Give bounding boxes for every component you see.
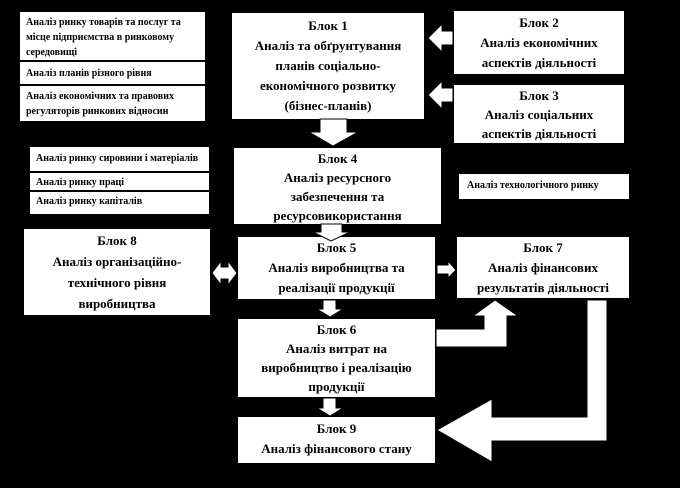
block1-box: Блок 1 Аналіз та обґрунтування планів со… bbox=[231, 12, 425, 120]
block9-title: Блок 9 bbox=[316, 421, 357, 436]
block5-box: Блок 5 Аналіз виробництва та реалізації … bbox=[237, 236, 436, 300]
resource-markets-group: Аналіз ринку сировини і матеріалів Аналі… bbox=[29, 146, 210, 215]
block8-title: Блок 8 bbox=[97, 233, 137, 248]
arrow-block1-to-block4-icon bbox=[307, 118, 360, 147]
market-env-item: Аналіз економічних та правових регулятор… bbox=[20, 84, 205, 121]
block7-title: Блок 7 bbox=[523, 240, 563, 255]
block1-body: Аналіз та обґрунтування планів соціально… bbox=[254, 38, 402, 113]
block6-title: Блок 6 bbox=[316, 322, 357, 337]
block2-body: Аналіз економічних аспектів діяльності bbox=[480, 35, 598, 70]
block3-body: Аналіз соціальних аспектів діяльності bbox=[481, 107, 597, 141]
market-environment-group: Аналіз ринку товарів та послуг та місце … bbox=[19, 11, 206, 122]
block7-box: Блок 7 Аналіз фінансових результатів дія… bbox=[456, 236, 630, 299]
block3-box: Блок 3 Аналіз соціальних аспектів діяльн… bbox=[453, 84, 625, 144]
block3-title: Блок 3 bbox=[519, 88, 559, 103]
block5-title: Блок 5 bbox=[316, 240, 357, 255]
block5-body: Аналіз виробництва та реалізації продукц… bbox=[268, 260, 405, 295]
block2-box: Блок 2 Аналіз економічних аспектів діяль… bbox=[453, 10, 625, 75]
arrow-block5-to-block6-icon bbox=[315, 299, 345, 318]
block2-title: Блок 2 bbox=[519, 15, 559, 30]
block8-box: Блок 8 Аналіз організаційно- технічного … bbox=[23, 228, 211, 316]
arrow-block5-to-block7-icon bbox=[436, 259, 457, 280]
market-env-item: Аналіз планів різного рівня bbox=[20, 60, 205, 84]
resource-market-item: Аналіз ринку сировини і матеріалів bbox=[36, 153, 199, 164]
resource-market-item: Аналіз ринку капіталів bbox=[30, 190, 209, 210]
block7-body: Аналіз фінансових результатів діяльності bbox=[477, 260, 609, 295]
block4-body: Аналіз ресурсного забезпечення та ресурс… bbox=[273, 170, 402, 223]
block9-body: Аналіз фінансового стану bbox=[261, 441, 412, 456]
block6-body: Аналіз витрат на виробництво і реалізаці… bbox=[261, 341, 412, 394]
block4-title: Блок 4 bbox=[317, 151, 358, 166]
arrow-block2-to-block1-icon bbox=[427, 22, 454, 54]
arrow-block6-to-block7-icon bbox=[435, 299, 520, 348]
block9-box: Блок 9 Аналіз фінансового стану bbox=[237, 416, 436, 464]
arrow-block7-to-block9-icon bbox=[435, 299, 608, 463]
block8-body: Аналіз організаційно- технічного рівня в… bbox=[52, 254, 182, 311]
resource-market-item: Аналіз ринку праці bbox=[30, 171, 209, 190]
block4-box: Блок 4 Аналіз ресурсного забезпечення та… bbox=[233, 147, 442, 225]
arrow-block6-to-block9-icon bbox=[315, 397, 345, 417]
block6-box: Блок 6 Аналіз витрат на виробництво і ре… bbox=[237, 318, 436, 398]
market-env-item: Аналіз ринку товарів та послуг та місце … bbox=[26, 17, 181, 58]
arrow-block3-to-block1-icon bbox=[427, 79, 454, 111]
block1-title: Блок 1 bbox=[308, 18, 348, 33]
tech-market-box: Аналіз технологічного ринку bbox=[458, 173, 630, 200]
arrow-block8-block5-bidirectional-icon bbox=[211, 259, 238, 287]
